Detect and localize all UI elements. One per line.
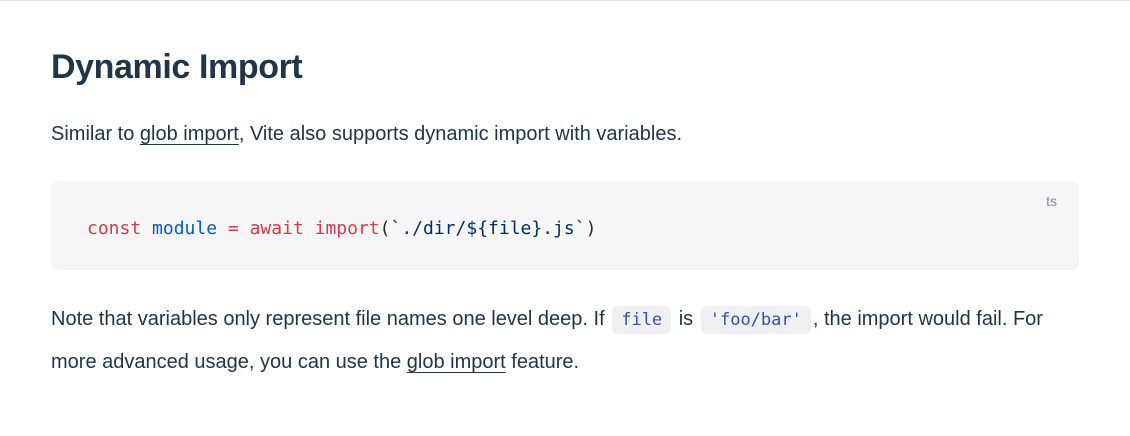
code-token-close-paren: ) [585,217,597,239]
code-pre: const module = await import(`./dir/${fil… [87,215,1043,242]
intro-text-before: Similar to [51,122,140,145]
glob-import-link-2[interactable]: glob import [406,350,506,373]
code-token-space [239,218,250,239]
inline-code-foo-bar: 'foo/bar' [700,305,811,334]
note-text-1: Note that variables only represent file … [51,307,611,330]
note-text-4: feature. [505,350,580,373]
code-token-await: await [249,217,304,239]
code-token-template-string: `./dir/${file}.js` [390,217,586,239]
note-paragraph: Note that variables only represent file … [51,298,1079,384]
doc-content: Dynamic Import Similar to glob import, V… [0,47,1130,384]
top-divider [0,0,1130,1]
code-line: const module = await import(`./dir/${fil… [87,215,1043,242]
note-text-3: , the import would fail. For more advanc… [51,307,1043,373]
code-token-space [304,218,315,239]
code-token-space [217,218,228,239]
code-token-equals: = [227,217,239,239]
inline-code-file: file [612,305,672,334]
code-token-space [141,218,152,239]
intro-text-after: , Vite also supports dynamic import with… [238,122,682,145]
code-block: ts const module = await import(`./dir/${… [51,180,1079,270]
page-title: Dynamic Import [51,48,303,86]
code-token-open-paren: ( [379,217,391,239]
note-text-2: is [673,307,699,330]
code-token-import: import [314,217,380,239]
code-token-const: const [87,217,142,239]
code-token-module: module [152,217,218,239]
glob-import-link[interactable]: glob import [139,122,239,145]
code-language-label: ts [1046,192,1057,209]
intro-paragraph: Similar to glob import, Vite also suppor… [51,118,1079,150]
